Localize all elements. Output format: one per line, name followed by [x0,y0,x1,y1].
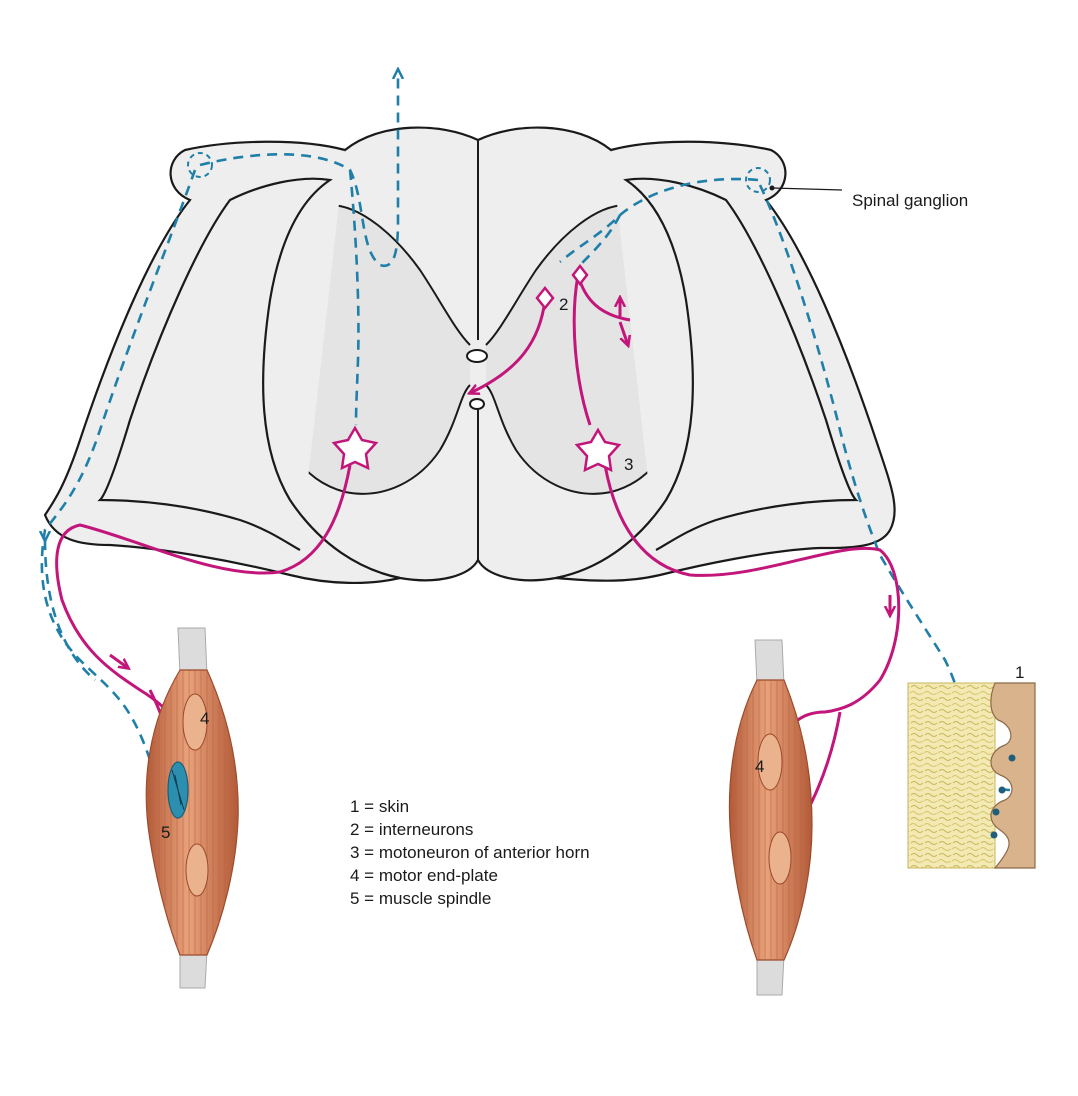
interneuron-to-motoneuron [572,274,592,426]
interneuron-branch-down [618,321,628,345]
interneuron-b [571,263,589,287]
label-3: 3 [624,455,633,474]
central-canal [466,349,488,363]
left-motor-arrow [109,653,128,668]
right-end-plate-lower [768,831,792,885]
right-motoneuron [574,427,622,473]
interneuron-crossing [470,299,547,393]
left-motoneuron [331,425,379,471]
right-afferent-branch [579,214,622,266]
skin-dermis [990,682,1036,869]
ascending-fiber [199,70,398,268]
left-motor-axon [55,464,352,732]
left-muscle-tendon-top [177,627,208,676]
legend-item: 4 = motor end-plate [350,866,498,885]
label-1: 1 [1015,663,1024,682]
skin-receptor-c [992,808,1000,816]
left-end-plate-upper [182,693,208,751]
left-nerve-root [43,140,401,585]
left-end-plate-lower [185,843,209,897]
legend-item: 3 = motoneuron of anterior horn [350,843,590,862]
label-4-right: 4 [755,757,764,776]
left-afferent-to-spindle [45,540,96,681]
legend-item: 2 = interneurons [350,820,473,839]
right-muscle-tendon-bottom [756,954,785,996]
right-muscle [728,639,813,996]
right-ganglion-cell [745,167,771,193]
left-root-outline [43,140,401,585]
right-end-plate-upper [757,733,783,791]
right-peripheral-afferent [758,184,982,761]
ganglion-leader-line [771,187,843,191]
left-peripheral-afferent [40,169,197,761]
label-4-left: 4 [200,709,209,728]
left-ganglion-cell [187,152,213,178]
label-5: 5 [161,823,170,842]
label-spinal-ganglion: Spinal ganglion [852,191,968,210]
right-nerve-root [555,140,896,582]
right-motor-axon [603,464,901,714]
label-2: 2 [559,295,568,314]
left-muscle-tendon-bottom [179,949,208,989]
interneuron-a [535,285,555,311]
right-afferent-to-interneurons [559,177,759,263]
legend: 1 = skin 2 = interneurons 3 = motoneuron… [350,797,590,908]
right-root-outline [555,140,896,582]
left-afferent-to-motoneuron [348,169,360,426]
ganglion-leader-dot [769,185,775,191]
anterior-fissure-top [469,398,485,410]
skin-receptor-b [998,786,1006,794]
skin-fat-layer [907,682,996,869]
left-muscle [145,627,239,989]
skin-receptor-a [1008,754,1016,762]
right-muscle-tendon-top [754,639,785,686]
skin-section [907,682,1036,869]
legend-item: 5 = muscle spindle [350,889,491,908]
skin-receptor-d [990,831,998,839]
legend-item: 1 = skin [350,797,409,816]
